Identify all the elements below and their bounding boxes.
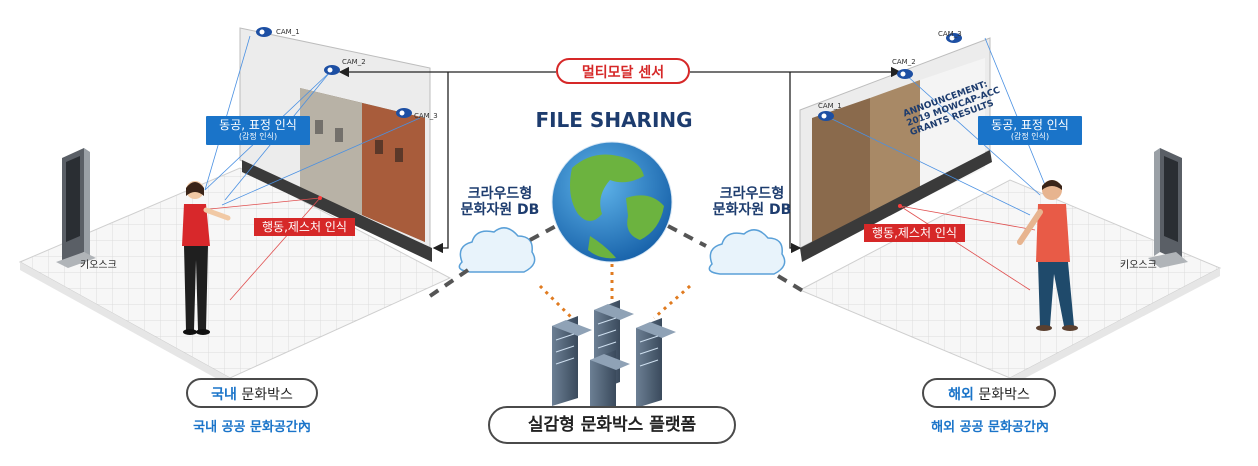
sensor-label: 멀티모달 센서 — [556, 58, 690, 84]
visitor-left-icon — [182, 181, 231, 335]
overseas-caption: 해외 공공 문화공간內 — [931, 420, 1049, 435]
left-floor — [18, 167, 452, 386]
camera-icon — [256, 27, 272, 37]
kiosk-left-icon — [56, 148, 96, 268]
gesture-recognition-label-right: 행동,제스처 인식 — [864, 224, 965, 242]
cam-label: CAM_3 — [938, 30, 962, 38]
right-sensing-rays — [829, 37, 1046, 291]
cam-label: CAM_2 — [892, 58, 916, 66]
domestic-caption: 국내 공공 문화공간內 — [193, 420, 311, 435]
face-recognition-label-left: 동공, 표정 인식 (감정 인식) — [206, 116, 310, 145]
sensor-connectors — [338, 66, 902, 254]
platform-label: 실감형 문화박스 플랫폼 — [488, 406, 736, 444]
camera-icon — [324, 65, 340, 75]
cam-label: CAM_2 — [342, 58, 366, 66]
left-display-wall — [239, 27, 432, 262]
visitor-right-icon — [1017, 180, 1078, 331]
right-floor — [798, 179, 1222, 386]
cloud-db-right-label: 크라우드형 문화자원 DB — [712, 186, 792, 218]
gesture-recognition-label-left: 행동,제스처 인식 — [254, 218, 355, 236]
server-links — [538, 264, 691, 320]
camera-icon — [396, 108, 412, 118]
face-recognition-label-right: 동공, 표정 인식 (감정 인식) — [978, 116, 1082, 145]
kiosk-right-label: 키오스크 — [1120, 260, 1157, 271]
cloud-db-left-label: 크라우드형 문화자원 DB — [460, 186, 540, 218]
kiosk-right-icon — [1148, 148, 1188, 268]
camera-icon — [897, 69, 913, 79]
domestic-box-label: 국내 문화박스 — [186, 378, 318, 408]
globe-icon — [551, 141, 673, 263]
cam-label: CAM_3 — [414, 112, 438, 120]
cloud-right-icon — [708, 229, 786, 275]
network-links — [428, 224, 810, 298]
server-cluster-icon — [552, 300, 676, 418]
overseas-box-label: 해외 문화박스 — [922, 378, 1056, 408]
camera-icon — [946, 33, 962, 43]
right-display-wall — [799, 37, 992, 262]
camera-icon — [818, 111, 834, 121]
cam-label: CAM_1 — [276, 28, 300, 36]
cam-label: CAM_1 — [818, 102, 842, 110]
kiosk-left-label: 키오스크 — [80, 260, 117, 271]
cloud-left-icon — [458, 227, 536, 273]
file-sharing-title: FILE SHARING — [535, 108, 693, 132]
